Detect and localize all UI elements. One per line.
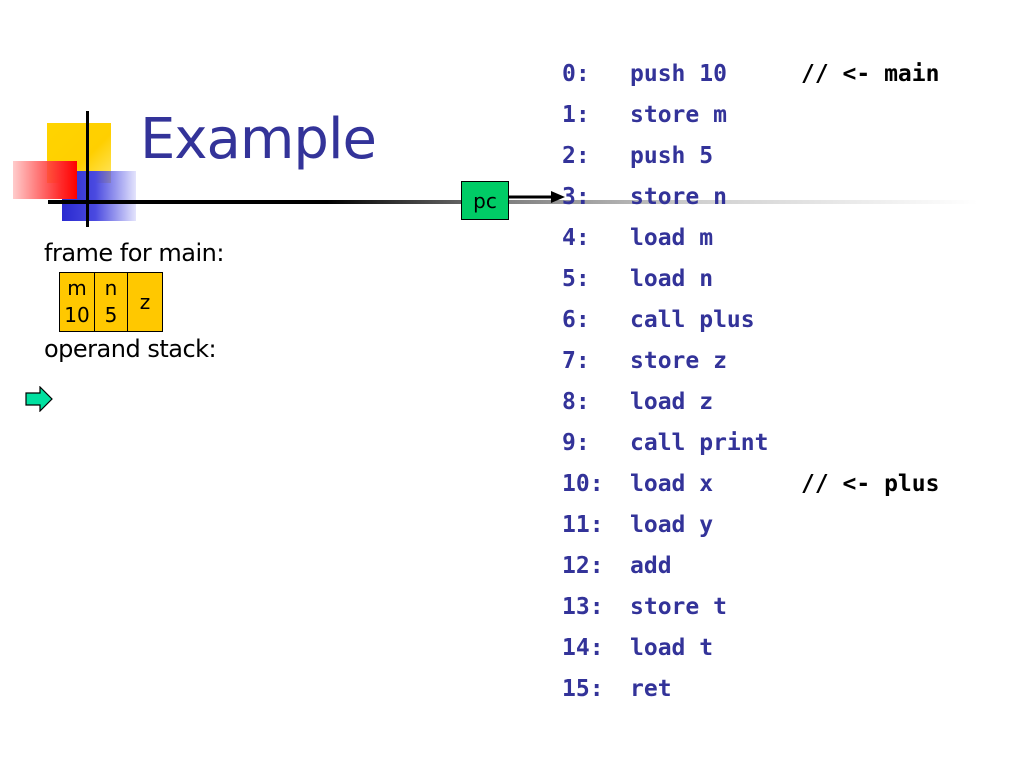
instruction: load y	[630, 512, 714, 538]
instruction: load m	[630, 225, 714, 251]
code-line: 5: load n	[562, 260, 768, 301]
line-number: 14:	[562, 635, 604, 661]
frame-label: frame for main:	[44, 239, 224, 267]
code-line: 11: load y	[562, 506, 768, 547]
instruction: load t	[630, 635, 714, 661]
pc-register: pc	[461, 181, 509, 220]
instruction: call plus	[630, 307, 755, 333]
line-number: 2:	[562, 143, 590, 169]
frame-cell-z: z	[128, 273, 162, 331]
line-number: 12:	[562, 553, 604, 579]
frame-var-name: z	[139, 289, 151, 314]
code-line: 4: load m	[562, 219, 768, 260]
line-number: 11:	[562, 512, 604, 538]
line-number: 6:	[562, 307, 590, 333]
frame-table: m 10 n 5 z	[59, 272, 163, 332]
code-line: 15: ret	[562, 670, 768, 711]
code-line: 14: load t	[562, 629, 768, 670]
code-line: 8: load z	[562, 383, 768, 424]
instruction: store z	[630, 348, 727, 374]
line-number: 10:	[562, 471, 604, 497]
code-line: 0: push 10 // <- main	[562, 55, 939, 96]
instruction: store t	[630, 594, 727, 620]
red-square-decoration	[13, 161, 77, 199]
code-line: 1: store m	[562, 96, 768, 137]
line-number: 7:	[562, 348, 590, 374]
line-number: 15:	[562, 676, 604, 702]
instruction: push 10	[630, 61, 727, 87]
code-line: 7: store z	[562, 342, 768, 383]
instruction: load z	[630, 389, 714, 415]
code-comment: // <- plus	[801, 471, 940, 497]
line-number: 3:	[562, 184, 590, 210]
instruction: store m	[630, 102, 727, 128]
line-number: 8:	[562, 389, 590, 415]
frame-cell-m: m 10	[60, 273, 95, 331]
line-number: 1:	[562, 102, 590, 128]
code-line: 2: push 5	[562, 137, 768, 178]
line-number: 9:	[562, 430, 590, 456]
code-line: 10: load x // <- plus	[562, 465, 939, 506]
title-underline	[48, 200, 978, 204]
line-number: 13:	[562, 594, 604, 620]
instruction: store n	[630, 184, 727, 210]
instruction: load x	[630, 471, 714, 497]
instruction: ret	[630, 676, 672, 702]
code-listing: 0: push 10 // <- main 1: store m 2: push 5 3: st…	[562, 55, 939, 711]
frame-var-name: m	[67, 276, 87, 300]
code-line: 9: call print	[562, 424, 768, 465]
vertical-rule	[86, 111, 89, 227]
right-arrow-icon	[25, 386, 53, 412]
code-line: 12: add	[562, 547, 768, 588]
frame-cell-n: n 5	[95, 273, 128, 331]
instruction: call print	[630, 430, 769, 456]
instruction: add	[630, 553, 672, 579]
instruction: load n	[630, 266, 714, 292]
line-number: 4:	[562, 225, 590, 251]
line-number: 5:	[562, 266, 590, 292]
code-line: 6: call plus	[562, 301, 768, 342]
slide-title: Example	[140, 107, 377, 172]
code-line: 3: store n	[562, 178, 768, 219]
code-line: 13: store t	[562, 588, 768, 629]
frame-var-name: n	[104, 276, 118, 300]
code-comment: // <- main	[801, 61, 940, 87]
line-number: 0:	[562, 61, 590, 87]
operand-stack-label: operand stack:	[44, 335, 217, 363]
frame-var-value: 10	[64, 303, 90, 327]
frame-var-value: 5	[104, 303, 118, 327]
arrow-right-icon	[509, 191, 565, 203]
instruction: push 5	[630, 143, 714, 169]
